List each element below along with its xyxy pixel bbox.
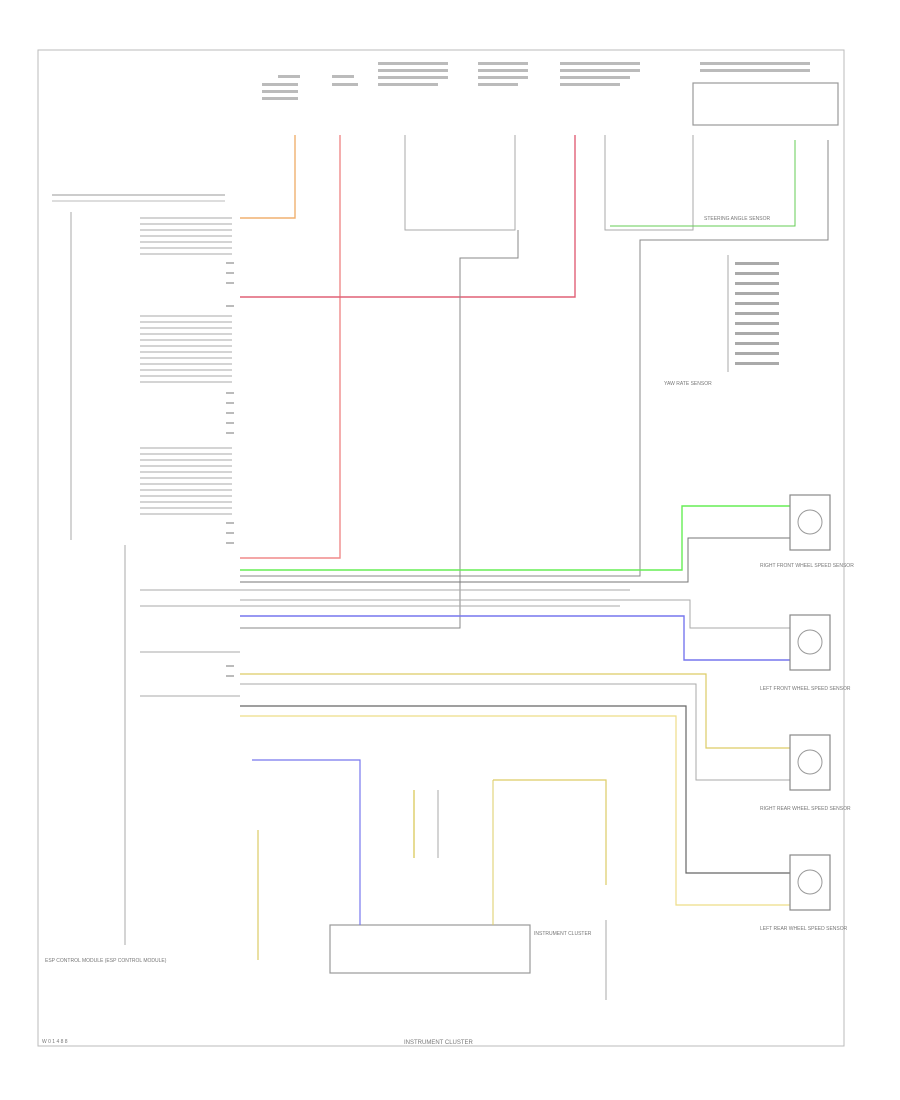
cluster-label: INSTRUMENT CLUSTER <box>534 931 592 937</box>
wire-green-top <box>610 140 796 227</box>
wire-yellow-bus-2 <box>240 715 790 906</box>
wire-gray-bus-3 <box>240 683 790 781</box>
wire-red-main <box>240 135 296 219</box>
footer-left-id: W 0 1 4 8 8 <box>42 1039 68 1045</box>
wire-gray-bus-2 <box>240 599 790 629</box>
wire-yellow-bus-1 <box>240 673 790 749</box>
diagram-frame <box>37 49 845 1047</box>
connector-pin-stubs <box>140 217 232 515</box>
wire-yellow-cluster <box>493 779 607 885</box>
module-label: ESP CONTROL MODULE (ESP CONTROL MODULE) <box>45 958 167 964</box>
pin-number-column <box>226 262 234 677</box>
wire-dark-bus-1 <box>240 537 790 583</box>
yaw-sensor-label: YAW RATE SENSOR <box>664 381 712 387</box>
wheel-sensor-rf <box>789 494 831 551</box>
steering-angle-sensor <box>692 82 839 126</box>
steering-sensor-label: STEERING ANGLE SENSOR <box>704 216 771 222</box>
instrument-cluster-box <box>329 924 531 974</box>
wheel-sensor-rr <box>789 734 831 791</box>
footer-center-title: INSTRUMENT CLUSTER <box>404 1040 474 1046</box>
wire-red-ignition <box>240 135 341 559</box>
top-fuse-labels <box>262 62 810 100</box>
wire-blue-bus <box>240 615 790 661</box>
wire-gray-feed-1 <box>404 135 516 231</box>
wheel-sensor-label-lf: LEFT FRONT WHEEL SPEED SENSOR <box>760 686 851 692</box>
wire-gray-feed-3 <box>604 135 694 231</box>
gray-bus-lines <box>140 589 630 697</box>
wheel-sensor-label-rr: RIGHT REAR WHEEL SPEED SENSOR <box>760 806 851 812</box>
wheel-sensor-label-rf: RIGHT FRONT WHEEL SPEED SENSOR <box>760 563 854 569</box>
wire-dark-bus-4 <box>240 705 790 874</box>
wheel-sensor-label-lr: LEFT REAR WHEEL SPEED SENSOR <box>760 926 848 932</box>
wire-blue-cluster <box>252 759 361 925</box>
wheel-sensor-lf <box>789 614 831 671</box>
wire-gray-feed-2 <box>240 230 519 629</box>
yaw-sensor-pins <box>735 262 779 365</box>
wire-green-bus <box>240 505 790 571</box>
wheel-sensor-lr <box>789 854 831 911</box>
wire-gray-top-right <box>240 140 829 577</box>
wire-red-crossover <box>240 135 576 298</box>
